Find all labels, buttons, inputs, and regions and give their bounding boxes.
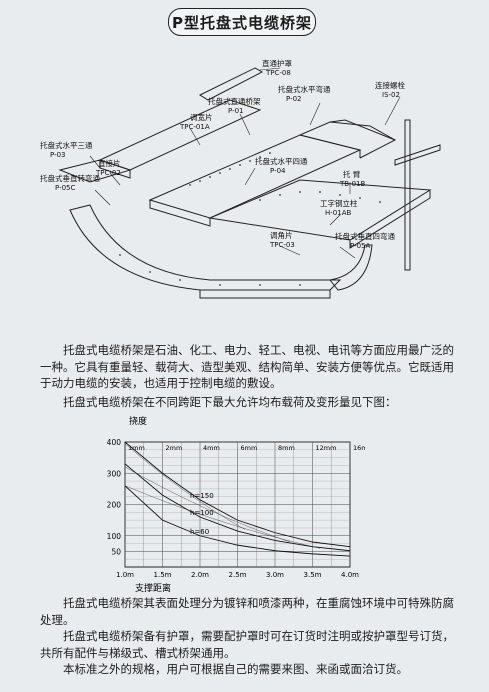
y-axis-title: 挠度 xyxy=(129,415,147,427)
code-column: H-01AB xyxy=(325,209,351,217)
code-horizontal-elbow: P-02 xyxy=(286,95,302,103)
tray-vertical-elbow xyxy=(69,204,342,291)
tray-tee xyxy=(58,159,132,183)
x-tick-label: 2.0m xyxy=(191,571,209,579)
tray-horizontal-elbow xyxy=(299,121,397,159)
code-vertical-up-elbow: P-05C xyxy=(55,184,76,192)
label-vertical-down-elbow: 托盘式垂直四弯通 xyxy=(335,231,395,241)
code-tee: P-03 xyxy=(50,151,66,159)
y-tick-label: 100 xyxy=(107,532,122,541)
page-title: P型托盘式电缆桥架 xyxy=(168,8,316,36)
y-tick-label: 50 xyxy=(111,547,121,556)
label-cover: 直通护罩 xyxy=(262,58,292,68)
x-tick-label: 1.0m xyxy=(116,571,134,579)
deflection-label: 6mm xyxy=(241,444,258,452)
label-straight-bridge: 托盘式直通桥架 xyxy=(208,96,261,106)
x-axis-title: 支撑距离 xyxy=(135,582,171,592)
x-tick-label: 3.0m xyxy=(266,571,284,579)
label-horizontal-elbow: 托盘式水平弯通 xyxy=(278,84,331,94)
y-tick-label: 300 xyxy=(107,469,122,478)
series-label: h=150 xyxy=(190,492,214,500)
x-tick-label: 2.5m xyxy=(229,571,247,579)
code-vertical-down-elbow: P-05A xyxy=(350,242,371,250)
label-connecting-bolt: 连接螺栓 xyxy=(375,80,405,90)
series-label: h=100 xyxy=(190,509,214,517)
y-tick-label: 200 xyxy=(107,501,122,510)
code-connecting-bolt: IS-02 xyxy=(382,91,400,99)
code-adjust-plate: TPC-01A xyxy=(179,123,210,131)
deflection-label: 16mm xyxy=(353,444,365,452)
code-straight-bridge: P-01 xyxy=(228,107,244,115)
x-tick-label: 3.5m xyxy=(304,571,322,579)
code-bracket: TB-01B xyxy=(339,180,366,188)
deflection-label: 8mm xyxy=(278,444,295,452)
series-label: h=60 xyxy=(190,528,209,536)
code-straight-plate: TPC-02 xyxy=(95,169,121,177)
deflection-label: 2mm xyxy=(166,444,183,452)
deflection-label: 4mm xyxy=(203,444,220,452)
x-tick-label: 1.5m xyxy=(154,571,172,579)
iso-curve xyxy=(124,485,321,549)
series-line-2 xyxy=(124,485,351,557)
x-tick-label: 4.0m xyxy=(341,571,359,579)
deflection-label: 1mm xyxy=(128,444,145,452)
iso-curve xyxy=(124,443,246,530)
deflection-label: 12mm xyxy=(316,444,337,452)
paragraph-surface: 托盘式电缆桥架其表面处理分为镀锌和喷漆两种，在重腐蚀环境中可特殊防腐处理。 xyxy=(40,596,454,627)
paragraph-load-intro: 托盘式电缆桥架在不同跨距下最大允许均布载荷及变形量见下图： xyxy=(63,395,397,409)
code-cover: TPC-08 xyxy=(265,69,291,77)
load-deflection-chart: 挠度 1.0m 1.5m 2.0m 2.5m 3.0m 3.5m 4.0m 400 300 200 1… xyxy=(107,415,365,592)
label-straight-plate: 直接片 xyxy=(98,158,121,168)
label-adjust-plate2: 调角片 xyxy=(270,230,293,240)
cable-tray-diagram: 直通护罩 TPC-08 托盘式水平弯通 P-02 连接螺栓 IS-02 托盘式直… xyxy=(40,58,441,299)
label-column: 工字钢立柱 xyxy=(320,198,358,208)
tray-vertical-down-elbow xyxy=(329,244,373,291)
code-adjust-plate2: TPC-03 xyxy=(269,241,295,249)
tray-cover xyxy=(198,67,264,101)
tray-right-run xyxy=(208,179,432,241)
label-cross: 托盘式水平四通 xyxy=(255,156,308,166)
column-shape xyxy=(404,119,411,271)
paragraph-custom: 本标准之外的规格，用户可根据自己的需要来图、来函或面洽订货。 xyxy=(63,662,408,676)
y-tick-label: 400 xyxy=(107,438,122,447)
label-vertical-up-elbow: 托盘式垂直转弯通 xyxy=(40,173,100,183)
label-bracket: 托 臂 xyxy=(343,169,361,179)
label-adjust-plate: 调宽片 xyxy=(190,112,213,122)
label-tee: 托盘式水平三通 xyxy=(40,140,93,150)
paragraph-intro: 托盘式电缆桥架是石油、化工、电力、轻工、电视、电讯等方面应用最广泛的一种。它具有… xyxy=(40,343,454,390)
code-cross: P-04 xyxy=(270,167,286,175)
paragraph-cover: 托盘式电缆桥架备有护罩，需要配护罩时可在订货时注明或按护罩型号订货，共所有配件与… xyxy=(40,629,454,660)
iso-curve xyxy=(124,466,291,543)
series-line-0 xyxy=(124,441,351,548)
bracket-shape xyxy=(394,144,441,166)
